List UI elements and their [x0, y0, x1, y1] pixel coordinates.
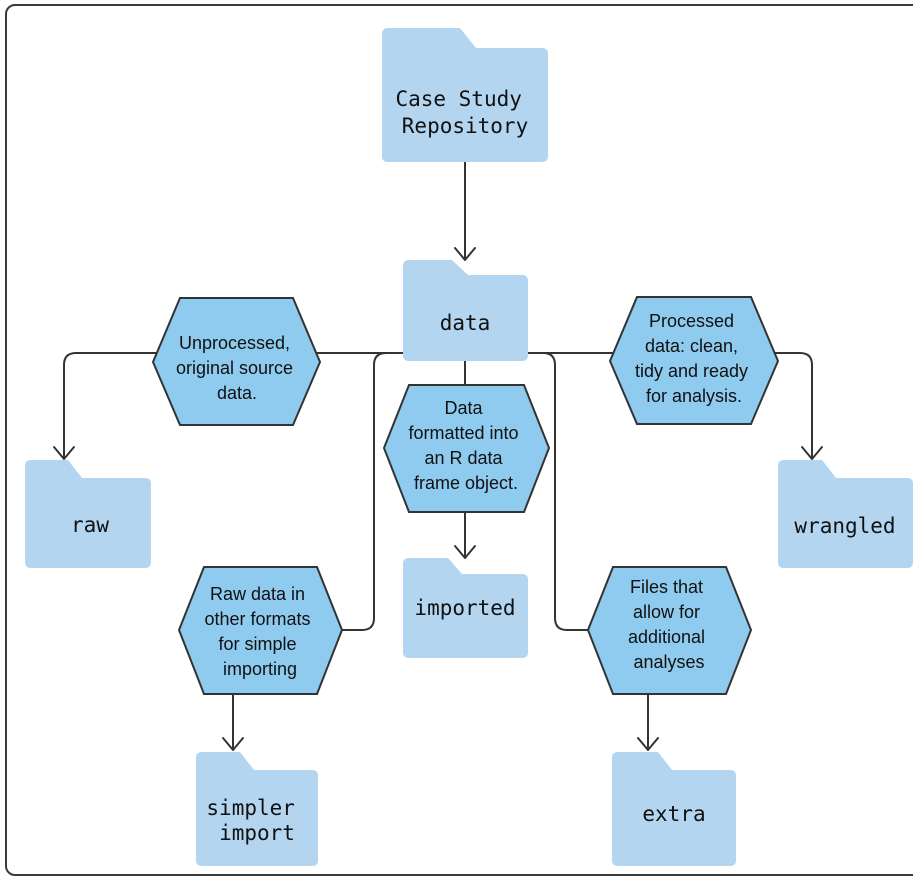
folder-case-study-repository: Case Study Repository [382, 28, 548, 162]
folder-icon [25, 460, 151, 568]
arrowhead-data-to-raw [53, 446, 75, 460]
folder-simpler-import: simpler import [196, 752, 318, 866]
folder-icon [778, 460, 913, 568]
folder-imported: imported [403, 558, 528, 658]
arrowhead-formatted-to-imported [454, 545, 476, 559]
folder-label-extra: extra [642, 802, 705, 826]
folder-extra: extra [612, 752, 736, 866]
folder-label-data: data [440, 311, 491, 335]
connector-data-to-wrangled [527, 352, 813, 458]
folder-data: data [403, 260, 528, 361]
note-formatted: Data formatted into an R data frame obje… [382, 384, 551, 513]
connector-data-to-simpler [339, 352, 405, 631]
folder-label-imported: imported [414, 596, 515, 620]
folder-icon [403, 260, 528, 361]
arrowhead-extra-to-folder [637, 737, 659, 751]
hexagon-shape [382, 384, 551, 513]
arrowhead-simpler-to-folder [222, 737, 244, 751]
connectors [53, 161, 823, 751]
folder-label-case-study: Case Study Repository [395, 87, 534, 138]
folder-icon [612, 752, 736, 866]
arrowhead-repo-to-data [454, 247, 476, 261]
hexagon-shape [177, 566, 344, 695]
hexagon-shape [586, 566, 753, 695]
note-files-extra: Files that allow for additional analyses [586, 566, 753, 695]
folder-label-raw: raw [71, 513, 109, 537]
note-text-raw-other: Raw data in other formats for simple imp… [204, 584, 315, 679]
arrowhead-data-to-wrangled [801, 446, 823, 460]
hexagon-shape [151, 297, 322, 426]
folder-icon [382, 28, 548, 162]
diagram-frame [5, 4, 913, 876]
note-unprocessed: Unprocessed, original source data. [151, 297, 322, 426]
folder-label-simpler-import: simpler import [206, 796, 307, 845]
note-text-formatted: Data formatted into an R data frame obje… [408, 398, 523, 493]
connector-data-to-extra [527, 352, 591, 631]
hexagon-shape [608, 296, 780, 425]
folder-wrangled: wrangled [778, 460, 913, 568]
note-text-unprocessed: Unprocessed, original source data. [176, 333, 298, 403]
note-text-files-extra: Files that allow for additional analyses [628, 577, 710, 672]
note-processed: Processed data: clean, tidy and ready fo… [608, 296, 780, 425]
note-raw-other-formats: Raw data in other formats for simple imp… [177, 566, 344, 695]
folder-raw: raw [25, 460, 151, 568]
folder-label-wrangled: wrangled [794, 514, 895, 538]
note-text-processed: Processed data: clean, tidy and ready fo… [635, 311, 753, 406]
folder-icon [403, 558, 528, 658]
folder-icon [196, 752, 318, 866]
connector-data-to-raw [63, 352, 405, 458]
